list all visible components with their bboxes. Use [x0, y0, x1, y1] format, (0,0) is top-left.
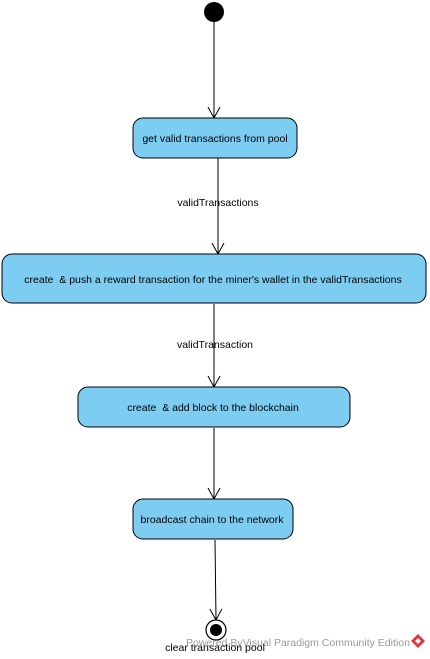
flow-label-valid-transactions: validTransactions [177, 197, 258, 209]
final-node-inner-dot [210, 624, 222, 636]
flow-label-valid-transaction: validTransaction [177, 339, 253, 351]
visual-paradigm-logo-icon [411, 634, 425, 648]
action-create-reward-transaction-label: create & push a reward transaction for t… [24, 274, 401, 286]
control-flow-broadcast-to-final [209, 539, 223, 622]
action-create-add-block-label: create & add block to the blockchain [127, 402, 299, 414]
watermark-text: Powered ByVisual Paradigm Community Edit… [186, 637, 410, 649]
action-create-add-block-box [77, 386, 351, 428]
action-create-reward-transaction-box [1, 253, 427, 304]
final-node [205, 619, 227, 641]
action-create-reward-transaction: create & push a reward transaction for t… [1, 253, 427, 304]
action-get-valid-transactions: get valid transactions from pool [132, 117, 298, 159]
action-create-add-block: create & add block to the blockchain [77, 386, 351, 428]
action-broadcast-chain: broadcast chain to the network [132, 498, 294, 540]
action-broadcast-chain-box [132, 498, 294, 540]
initial-node [204, 2, 224, 22]
watermark: Powered ByVisual Paradigm Community Edit… [186, 634, 425, 649]
action-broadcast-chain-label: broadcast chain to the network [140, 514, 284, 526]
final-node-label: clear transaction pool [165, 642, 265, 654]
action-get-valid-transactions-box [132, 117, 298, 159]
action-get-valid-transactions-label: get valid transactions from pool [142, 133, 287, 145]
